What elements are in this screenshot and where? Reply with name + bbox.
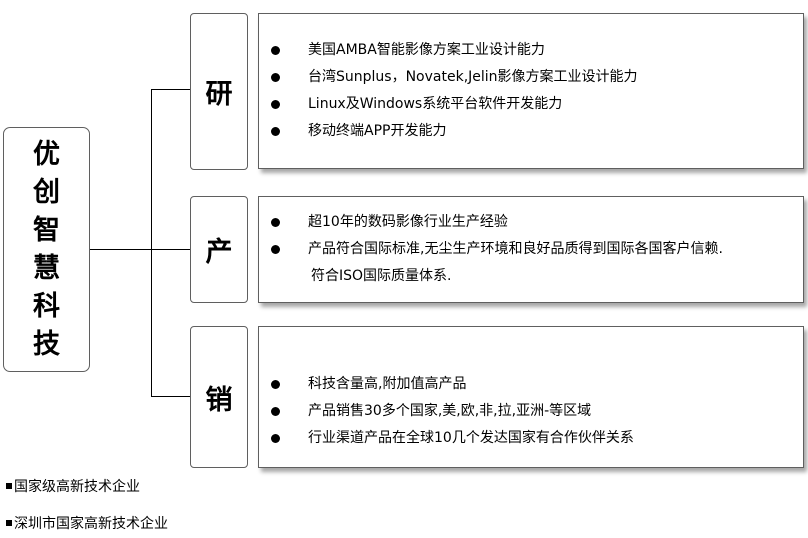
connector-production — [151, 249, 190, 250]
list-item-text: 美国AMBA智能影像方案工业设计能力 — [308, 42, 545, 58]
list-item: Linux及Windows系统平台软件开发能力 — [259, 91, 803, 118]
footnote: 深圳市国家高新技术企业 — [6, 513, 168, 533]
bullet-icon — [271, 127, 280, 136]
bullet-icon — [271, 100, 280, 109]
list-item-text: Linux及Windows系统平台软件开发能力 — [308, 96, 563, 112]
bullet-icon — [271, 434, 280, 443]
list-item-text: 移动终端APP开发能力 — [308, 123, 447, 139]
company-char: 智 — [33, 214, 60, 246]
research-panel: 美国AMBA智能影像方案工业设计能力 台湾Sunplus，Novatek,Jel… — [258, 13, 804, 169]
list-item: 行业渠道产品在全球10几个发达国家有合作伙伴关系 — [259, 425, 803, 452]
connector-research — [151, 89, 190, 90]
list-item: 超10年的数码影像行业生产经验 — [259, 209, 803, 236]
connector-vertical — [151, 89, 152, 397]
bullet-icon — [271, 46, 280, 55]
category-sales-label: 销 — [205, 384, 233, 416]
category-sales-box: 销 — [190, 326, 248, 468]
bullet-icon — [271, 245, 280, 254]
square-bullet-icon — [6, 520, 12, 526]
list-item-text: 符合ISO国际质量体系. — [311, 268, 452, 284]
list-item: 美国AMBA智能影像方案工业设计能力 — [259, 37, 803, 64]
research-list: 美国AMBA智能影像方案工业设计能力 台湾Sunplus，Novatek,Jel… — [259, 37, 803, 145]
sales-list: 科技含量高,附加值高产品 产品销售30多个国家,美,欧,非,拉,亚洲-等区域 行… — [259, 371, 803, 452]
category-production-label: 产 — [205, 237, 233, 268]
sales-panel: 科技含量高,附加值高产品 产品销售30多个国家,美,欧,非,拉,亚洲-等区域 行… — [258, 326, 804, 468]
list-item: 产品销售30多个国家,美,欧,非,拉,亚洲-等区域 — [259, 398, 803, 425]
list-item-text: 产品销售30多个国家,美,欧,非,拉,亚洲-等区域 — [308, 403, 592, 419]
production-panel: 超10年的数码影像行业生产经验 产品符合国际标准,无尘生产环境和良好品质得到国际… — [258, 196, 804, 303]
connector-sales — [151, 396, 190, 397]
category-research-box: 研 — [190, 13, 248, 170]
company-char: 创 — [33, 176, 60, 208]
company-char: 优 — [33, 138, 60, 170]
list-item-text: 行业渠道产品在全球10几个发达国家有合作伙伴关系 — [308, 430, 634, 446]
list-item: 产品符合国际标准,无尘生产环境和良好品质得到国际各国客户信赖. — [259, 236, 803, 263]
footnote-text: 深圳市国家高新技术企业 — [14, 516, 168, 532]
list-item: 科技含量高,附加值高产品 — [259, 371, 803, 398]
list-item-text: 超10年的数码影像行业生产经验 — [308, 214, 508, 230]
list-item-text: 产品符合国际标准,无尘生产环境和良好品质得到国际各国客户信赖. — [308, 241, 723, 257]
list-item-text: 科技含量高,附加值高产品 — [308, 376, 467, 392]
company-char: 慧 — [33, 252, 60, 284]
category-production-box: 产 — [190, 196, 248, 303]
list-item: 移动终端APP开发能力 — [259, 118, 803, 145]
square-bullet-icon — [6, 483, 12, 489]
footnote: 国家级高新技术企业 — [6, 476, 140, 496]
bullet-icon — [271, 380, 280, 389]
company-name-box: 优 创 智 慧 科 技 — [3, 127, 90, 372]
bullet-icon — [271, 218, 280, 227]
list-item-continuation: 符合ISO国际质量体系. — [259, 263, 803, 290]
list-item: 台湾Sunplus，Novatek,Jelin影像方案工业设计能力 — [259, 64, 803, 91]
production-list: 超10年的数码影像行业生产经验 产品符合国际标准,无尘生产环境和良好品质得到国际… — [259, 209, 803, 290]
list-item-text: 台湾Sunplus，Novatek,Jelin影像方案工业设计能力 — [308, 69, 638, 85]
footnote-text: 国家级高新技术企业 — [14, 479, 140, 495]
connector-company-trunk — [90, 249, 151, 250]
company-char: 科 — [33, 290, 60, 322]
company-char: 技 — [33, 328, 60, 360]
bullet-icon — [271, 73, 280, 82]
category-research-label: 研 — [205, 79, 233, 110]
bullet-icon — [271, 407, 280, 416]
